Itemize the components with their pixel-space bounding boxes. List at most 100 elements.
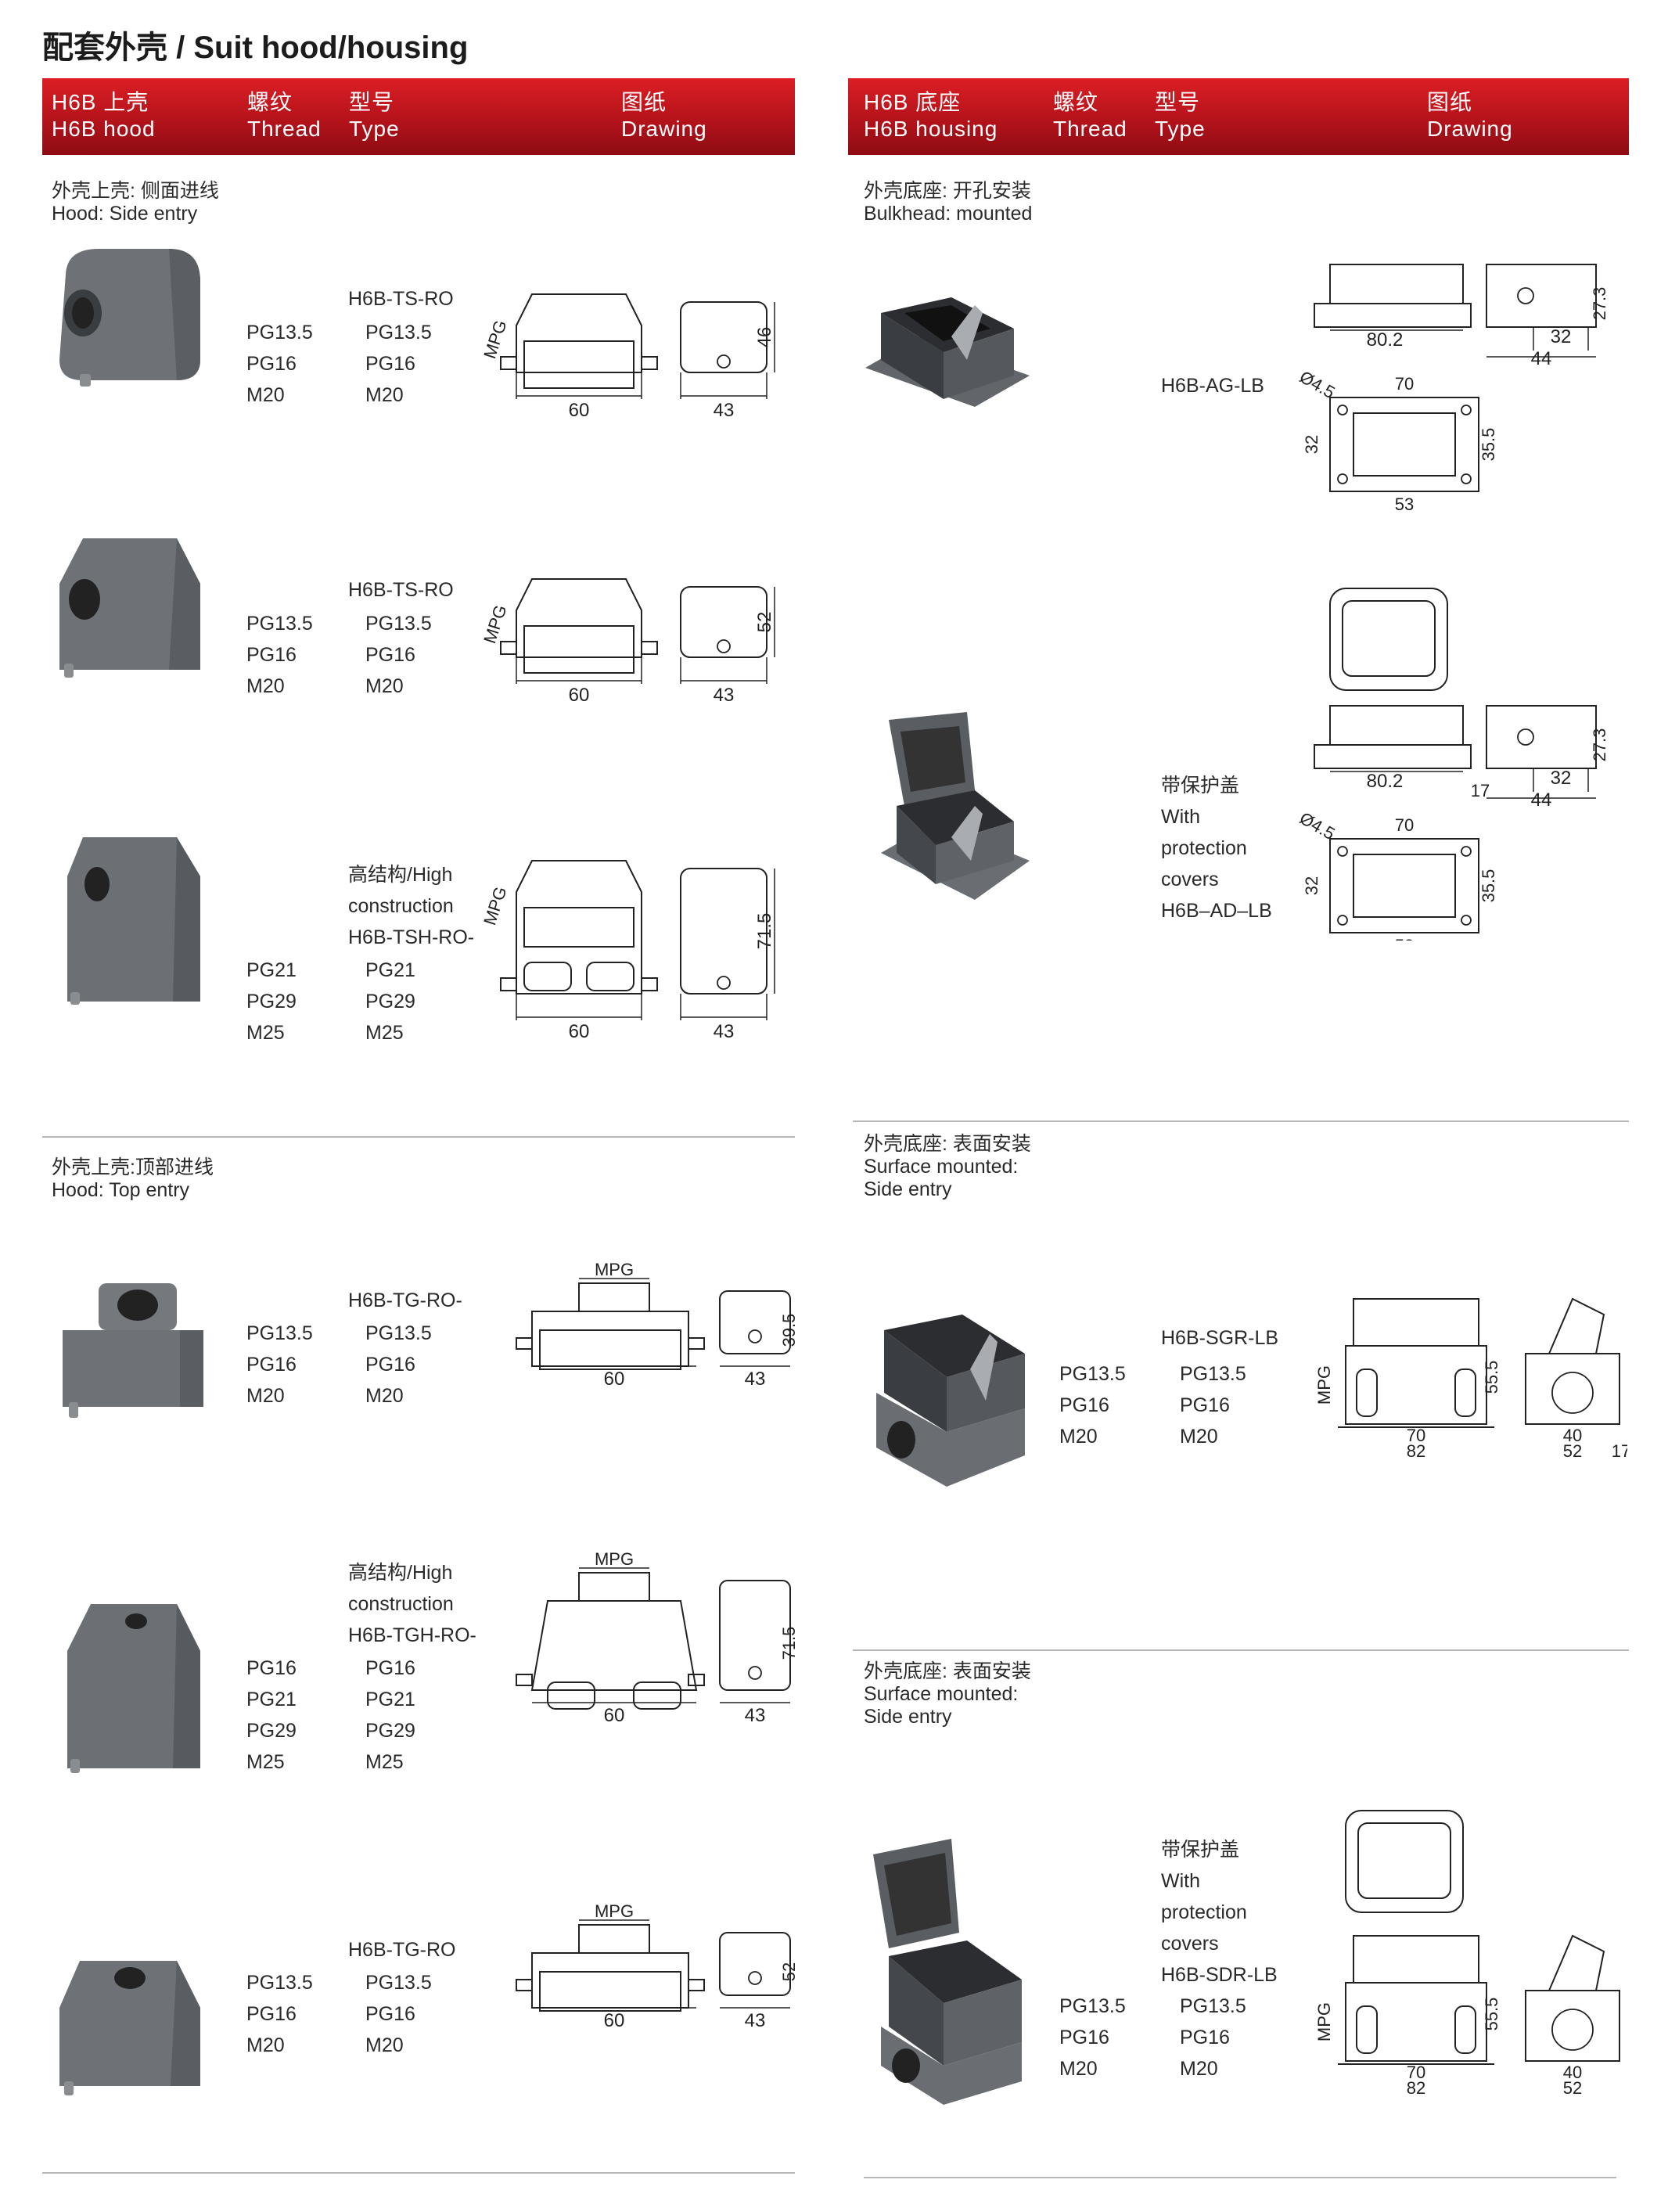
- drawing-outline: [539, 1329, 681, 1370]
- type-thread-value: PG16: [365, 353, 415, 375]
- drawing-hole: [1337, 405, 1348, 415]
- type-thread-value: PG13.5: [365, 613, 432, 635]
- section-divider: [864, 2177, 1616, 2178]
- type-label: construction: [348, 895, 454, 917]
- drawing-outline: [641, 356, 658, 370]
- drawing-outline: [1454, 1369, 1476, 1417]
- drawing-outline: [516, 293, 642, 373]
- thread-value: PG16: [246, 644, 297, 666]
- drawing-outline: [516, 860, 642, 995]
- drawing-outline: [688, 1674, 705, 1686]
- type-thread-value: PG29: [365, 1720, 415, 1742]
- drawing-outline: [1314, 744, 1472, 769]
- type-thread-value: PG13.5: [365, 1972, 432, 1994]
- type-label: H6B-TSH-RO-: [348, 926, 475, 948]
- thread-value: PG16: [246, 1657, 297, 1679]
- type-thread-value: PG13.5: [1180, 1995, 1246, 2017]
- dimension-label: 60: [604, 1705, 625, 1726]
- dimension-label: 32: [1302, 435, 1321, 454]
- header-col-thread-cn: 螺纹: [247, 90, 293, 114]
- dimension-label: MPG: [595, 1260, 634, 1279]
- drawing-outline: [680, 301, 767, 373]
- type-thread-value: M20: [365, 675, 404, 697]
- drawing-outline: [1314, 303, 1472, 328]
- drawing-outline: [680, 586, 767, 658]
- header-col-housing-en: H6B housing: [864, 117, 998, 141]
- thread-value: M20: [246, 384, 285, 406]
- type-thread-value: M25: [365, 1022, 404, 1044]
- type-thread-value: M20: [365, 2034, 404, 2056]
- dimension-label: 80.2: [1367, 329, 1404, 351]
- type-label: H6B-TG-RO: [348, 1939, 456, 1961]
- drawing-outline: [531, 1311, 689, 1367]
- product-photo: [67, 837, 200, 1005]
- drawing-outline: [688, 1337, 705, 1350]
- dimension-label: MPG: [480, 602, 510, 646]
- product-photo: [881, 712, 1030, 900]
- drawing-hole: [1337, 915, 1348, 926]
- product-photo: [59, 538, 200, 678]
- drawing-outline: [500, 977, 517, 991]
- dimension-label: 43: [745, 1705, 766, 1726]
- header-col-thread-cn: 螺纹: [1053, 90, 1099, 114]
- drawing-hole: [748, 1971, 762, 1985]
- type-label: H6B-SDR-LB: [1161, 1964, 1278, 1986]
- dimension-label: MPG: [1314, 2002, 1334, 2041]
- dimension-label: MPG: [595, 1901, 634, 1921]
- dimension-label: 40: [1563, 2063, 1582, 2082]
- dimension-label: 40: [1563, 1426, 1582, 1445]
- dimension-label: MPG: [480, 884, 510, 927]
- product-photo: [67, 1604, 200, 1773]
- dimension-label: 35.5: [1479, 869, 1498, 903]
- type-label: protection: [1161, 837, 1247, 859]
- dimension-label: 80.2: [1367, 771, 1404, 792]
- drawing-outline: [1356, 1369, 1378, 1417]
- drawing-outline: [1329, 588, 1448, 691]
- type-thread-value: PG16: [1180, 2027, 1230, 2048]
- page-title: 配套外壳 / Suit hood/housing: [42, 31, 469, 65]
- drawing-outline: [586, 962, 634, 991]
- thread-value: PG16: [246, 2003, 297, 2025]
- header-col-thread-en: Thread: [1053, 117, 1127, 141]
- drawing-outline: [1353, 1935, 1479, 1984]
- drawing-hole: [1551, 1372, 1594, 1414]
- thread-value: PG13.5: [246, 1322, 313, 1344]
- drawing-outline: [516, 1337, 533, 1350]
- drawing-outline: [1486, 705, 1597, 769]
- dimension-label: 60: [604, 2010, 625, 2031]
- header-col-type-en: Type: [349, 117, 400, 141]
- drawing-outline: [1353, 412, 1456, 477]
- dimension-label: 32: [1551, 768, 1572, 789]
- dimension-label: 17: [1471, 781, 1490, 800]
- section-divider: [853, 1120, 1629, 1122]
- drawing-outline: [1329, 838, 1479, 933]
- type-label: 带保护盖: [1161, 775, 1240, 797]
- dimension-label: 44: [1531, 348, 1552, 369]
- header-col-type-cn: 型号: [1155, 90, 1201, 114]
- type-thread-value: PG29: [365, 991, 415, 1012]
- dimension-label: 55.5: [1482, 1361, 1501, 1394]
- thread-value: PG13.5: [246, 1972, 313, 1994]
- dimension-label: 82: [1407, 1441, 1425, 1461]
- drawing-outline: [1353, 1298, 1479, 1347]
- drawing-outline: [1353, 854, 1456, 918]
- thread-value: PG16: [1059, 2027, 1109, 2048]
- drawing-outline: [1345, 1345, 1487, 1425]
- drawing-outline: [539, 1971, 681, 2012]
- drawing-hole: [717, 354, 731, 369]
- dimension-label: 53: [1395, 495, 1414, 514]
- drawing-outline: [1357, 1822, 1451, 1899]
- thread-value: PG16: [1059, 1394, 1109, 1416]
- dimension-label: 55.5: [1482, 1998, 1501, 2031]
- dimension-label: 35.5: [1479, 428, 1498, 462]
- thread-value: PG16: [246, 1354, 297, 1376]
- dimension-label: 44: [1531, 789, 1552, 811]
- type-label: protection: [1161, 1901, 1247, 1923]
- drawing-outline: [516, 1979, 533, 1991]
